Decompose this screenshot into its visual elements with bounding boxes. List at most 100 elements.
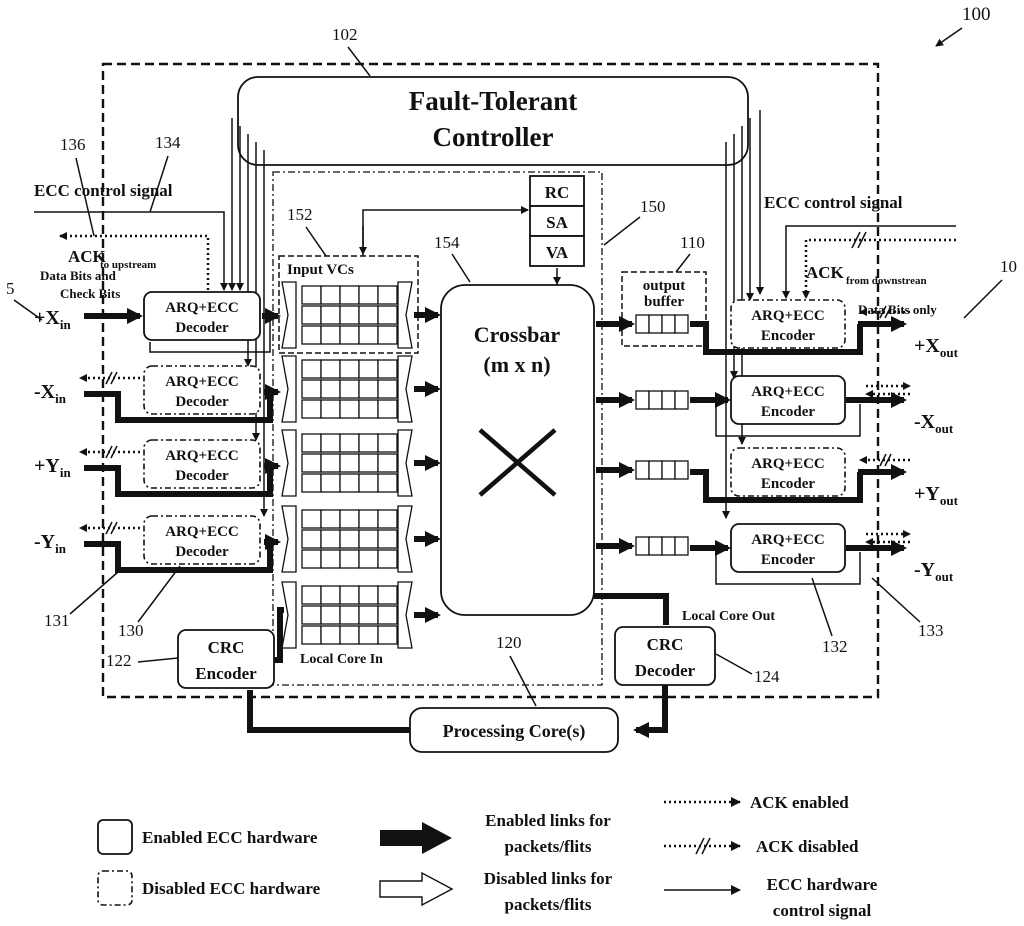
ref-132-leader xyxy=(811,577,833,637)
arq-ecc-decoder xyxy=(143,365,261,415)
rc-block xyxy=(529,175,585,207)
encoder-bypass-link xyxy=(690,321,863,355)
vc-slot xyxy=(339,585,360,605)
vc-slot xyxy=(358,453,379,473)
router-outline xyxy=(101,62,880,699)
ref-120: 120 xyxy=(496,633,522,652)
input-port-label: -Yin xyxy=(34,531,67,556)
vc-slot xyxy=(377,399,398,419)
vc-slot xyxy=(377,529,398,549)
ref-100: 100 xyxy=(962,4,991,25)
ack-slash xyxy=(879,453,887,467)
output-buffer xyxy=(596,390,689,410)
ref-100-arrow xyxy=(935,27,963,47)
ref-122-leader xyxy=(137,657,179,663)
buffer-slot xyxy=(635,536,650,556)
vc-slot xyxy=(339,399,360,419)
legend-enabled-links-1: Enabled links for xyxy=(485,811,611,830)
encoder-bypass-link xyxy=(690,469,863,503)
vc-slot xyxy=(301,325,322,345)
vc-slot xyxy=(320,285,341,305)
encoder-line2: Encoder xyxy=(761,328,816,344)
decoder-rows: ARQ+ECCDecoder+XinARQ+ECCDecoder-XinARQ+… xyxy=(34,291,281,573)
vc-slot xyxy=(358,399,379,419)
data-bits-only: Data Bits only xyxy=(858,302,937,317)
buffer-slot xyxy=(661,536,676,556)
router-core-region xyxy=(272,171,603,686)
vc-slot xyxy=(339,453,360,473)
ecc-signal-right-line xyxy=(782,225,956,299)
vc-slot xyxy=(358,625,379,645)
ack-upstream-sub: to upstream xyxy=(100,259,156,271)
vc-slot xyxy=(320,379,341,399)
ref-131-leader xyxy=(69,571,119,615)
va-block xyxy=(529,235,585,267)
vc-slot xyxy=(377,473,398,493)
local-core-out: Local Core Out xyxy=(682,609,775,624)
vc-slot xyxy=(301,399,322,419)
legend-disabled-ecc: Disabled ECC hardware xyxy=(142,879,321,898)
ref-102: 102 xyxy=(332,25,358,44)
core-to-crc-encoder xyxy=(247,690,410,733)
legend-ack-disabled-slash-2 xyxy=(701,837,711,855)
buffer-slot xyxy=(648,536,663,556)
buffer-slot xyxy=(674,460,689,480)
ack-downstream-main: ACK xyxy=(806,263,845,282)
vc-slot xyxy=(339,625,360,645)
buffer-slot xyxy=(661,314,676,334)
ref-136: 136 xyxy=(60,135,86,154)
ref-124-leader xyxy=(715,653,753,675)
encoder-rows: ARQ+ECCEncoder+XoutARQ+ECCEncoder-XoutAR… xyxy=(690,299,959,585)
vc-buffer-group xyxy=(281,505,441,573)
legend-enabled-links-2: packets/flits xyxy=(505,837,592,856)
ack-downstream-slash-1 xyxy=(851,231,861,249)
ecc-signal-left-line xyxy=(34,211,228,291)
vc-slot xyxy=(358,585,379,605)
ack-downstream-slash-2 xyxy=(857,231,867,249)
vc-mux xyxy=(397,429,413,497)
ack-downstream-line xyxy=(802,238,956,299)
arq-ecc-encoder xyxy=(730,299,846,349)
decoder-line2: Decoder xyxy=(175,320,229,336)
ref-136-leader xyxy=(75,157,95,237)
buffer-slot xyxy=(635,390,650,410)
crossbar-title: Crossbar xyxy=(474,322,561,347)
rc-label: RC xyxy=(545,183,570,202)
vc-demux xyxy=(281,355,297,423)
decoder-line1: ARQ+ECC xyxy=(165,300,239,316)
vc-slot xyxy=(339,305,360,325)
vc-slot xyxy=(377,285,398,305)
vc-slot xyxy=(320,453,341,473)
decoder-line2: Decoder xyxy=(175,544,229,560)
crc-encoder-line1: CRC xyxy=(208,638,245,657)
legend: Enabled ECC hardware Disabled ECC hardwa… xyxy=(97,793,878,920)
buffer-slot xyxy=(635,460,650,480)
ack-slash xyxy=(105,371,113,385)
vc-slot xyxy=(358,605,379,625)
vc-buffer-group xyxy=(281,355,441,423)
local-core-out-link xyxy=(594,593,669,625)
arq-ecc-encoder xyxy=(730,375,846,425)
vc-slot xyxy=(301,605,322,625)
ref-130: 130 xyxy=(118,621,144,640)
buffer-slot xyxy=(674,390,689,410)
decoder-bypass-link xyxy=(84,465,273,497)
ack-slash xyxy=(105,521,113,535)
ack-upstream-main: ACK xyxy=(68,247,107,266)
ref-5: 5 xyxy=(6,279,15,298)
vc-slot xyxy=(377,453,398,473)
ack-slash xyxy=(105,445,113,459)
decoder-line2: Decoder xyxy=(175,468,229,484)
vc-slot xyxy=(339,325,360,345)
arq-ecc-decoder xyxy=(143,515,261,565)
vc-slot xyxy=(301,473,322,493)
ack-slash xyxy=(884,305,892,319)
processing-core-label: Processing Core(s) xyxy=(443,721,586,742)
legend-ack-enabled: ACK enabled xyxy=(750,793,849,812)
encoder-bypass-hollow xyxy=(715,552,861,585)
vc-demux xyxy=(281,581,297,649)
